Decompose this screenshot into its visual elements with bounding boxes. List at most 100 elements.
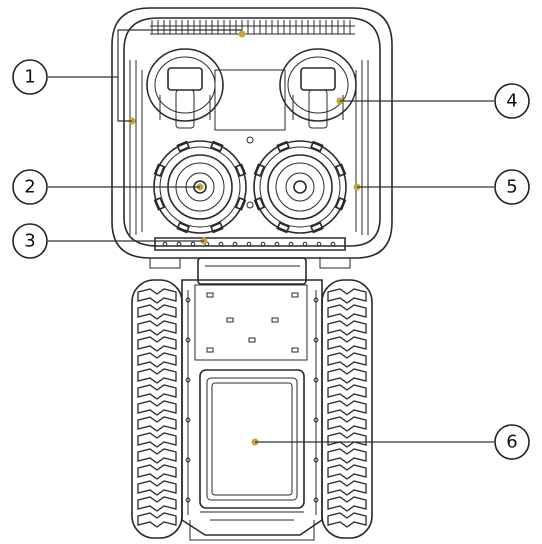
tread-segment [137,464,177,480]
callout-4: 4 [494,83,530,119]
tank-compartment [199,369,305,509]
panel-hole [206,347,214,353]
chassis [181,257,323,541]
rail-bolt [313,417,319,423]
brush-tab [253,197,266,211]
marker-dot-1b [238,30,246,38]
squeegee-hole [302,241,308,247]
leader-lines [48,29,494,443]
rail-bolt [185,457,191,463]
tread-segment [137,400,177,416]
tread-segment [137,352,177,368]
callout-1-label: 1 [24,67,35,88]
tread-segment [327,496,367,512]
squeegee-hole [330,241,336,247]
squeegee-bar [154,237,346,251]
callout-6-label: 6 [506,432,517,453]
brush-tab [276,221,290,234]
squeegee-hole [162,241,168,247]
rail-bolt [313,497,319,503]
tread-segment [137,448,177,464]
tread-segment [137,416,177,432]
tread-segment [137,320,177,336]
tread-segment [327,384,367,400]
squeegee-hole [288,241,294,247]
tread-segment [137,480,177,496]
squeegee-hole [190,241,196,247]
tread-segment [327,448,367,464]
tread-segment [137,384,177,400]
panel-hole [226,317,234,323]
squeegee-hole [176,241,182,247]
brush-tab [253,163,266,177]
rail-bolt [185,377,191,383]
rail-bolt [313,457,319,463]
brush-tab [276,140,290,153]
leader-1 [48,29,242,78]
callout-2-label: 2 [24,177,35,198]
left-side-brush [129,60,143,235]
squeegee-hole [274,241,280,247]
cleaning-head-housing [111,7,393,269]
brush-tab [153,197,166,211]
callout-3-label: 3 [24,231,35,252]
panel-hole [271,317,279,323]
squeegee-hole [246,241,252,247]
center-plate [214,69,286,131]
rail-bolt [313,297,319,303]
brush-tab [210,221,224,234]
tread-segment [137,368,177,384]
panel-hole [248,337,256,343]
tread-segment [327,432,367,448]
upper-left-motor [146,48,224,129]
panel-hole [291,292,299,298]
rail-bolt [185,337,191,343]
tread-segment [327,464,367,480]
brush-tab [210,140,224,153]
brush-tab [334,197,347,211]
callout-2: 2 [12,169,48,205]
squeegee-hole [316,241,322,247]
tread-segment [327,512,367,528]
callout-4-label: 4 [506,91,517,112]
rail-bolt [185,297,191,303]
brush-tab [310,140,324,153]
tread-segment [327,336,367,352]
tread-segment [137,432,177,448]
top-grille [150,20,355,35]
right-track [321,279,373,539]
brush-tab [176,140,190,153]
rail-bolt [313,377,319,383]
tread-segment [327,352,367,368]
tread-segment [327,400,367,416]
squeegee-hole [260,241,266,247]
brush-tab [310,221,324,234]
right-side-brush [355,60,369,235]
rail-bolt [313,337,319,343]
tread-segment [327,416,367,432]
brush-tab [334,163,347,177]
tread-segment [327,304,367,320]
callout-6: 6 [494,424,530,460]
panel-hole [291,347,299,353]
brush-tab [176,221,190,234]
rail-bolt [185,417,191,423]
brush-tab [234,197,247,211]
brush-tab [153,163,166,177]
rail-bolt [185,497,191,503]
top-panel [194,284,308,361]
tread-segment [327,480,367,496]
tread-segment [327,320,367,336]
brush-tab [234,163,247,177]
right-brush-disc [253,140,347,234]
callout-5: 5 [494,169,530,205]
tread-segment [327,368,367,384]
tread-segment [137,304,177,320]
panel-hole [206,292,214,298]
callout-5-label: 5 [506,177,517,198]
tread-segment [327,288,367,304]
callout-3: 3 [12,223,48,259]
tread-segment [137,512,177,528]
tread-segment [137,336,177,352]
